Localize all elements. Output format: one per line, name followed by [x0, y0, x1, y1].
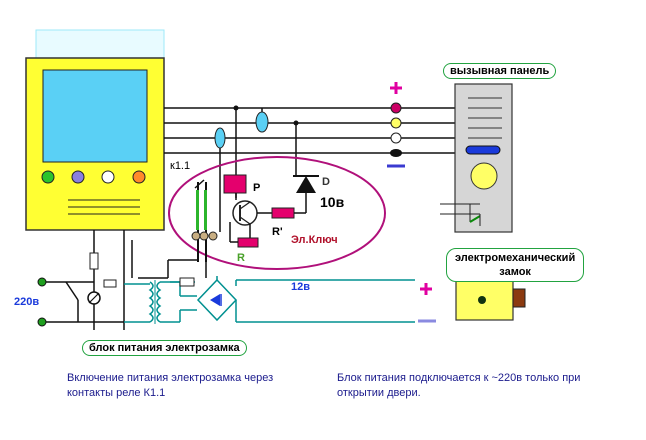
- call-panel-label: вызывная панель: [443, 63, 557, 79]
- dc-voltage-label: 12в: [291, 281, 310, 293]
- monitor-button-green: [41, 170, 55, 184]
- psu-label: блок питания электрозамка: [82, 340, 247, 356]
- transformer-icon: [148, 280, 162, 324]
- note-left-line1: Включение питания электрозамка через: [67, 372, 274, 384]
- note-right-line2: открытии двери.: [337, 387, 421, 399]
- resistor-r1: [271, 207, 295, 219]
- plus-icon: [420, 283, 432, 295]
- relay-contact-label: к1.1: [170, 160, 191, 172]
- note-right-line1: Блок питания подключается к ~220в только…: [337, 372, 581, 384]
- lock-label-line2: замок: [499, 266, 531, 278]
- lock-label: электромеханический замок: [446, 248, 585, 282]
- diode-label: D: [322, 176, 330, 188]
- relay-coil-label: P: [253, 182, 261, 194]
- switch-icon: [87, 279, 117, 305]
- relay-coil: [223, 174, 247, 194]
- note-right: Блок питания подключается к ~220в только…: [337, 371, 580, 401]
- call-panel: [440, 83, 513, 233]
- diode-voltage-label: 10в: [320, 194, 345, 210]
- note-left-line2: контакты реле К1.1: [67, 387, 166, 399]
- monitor-button-orange: [132, 170, 146, 184]
- resistor-r: [237, 237, 259, 248]
- relay-contact-k11: [191, 179, 218, 262]
- monitor-button-purple: [71, 170, 85, 184]
- electronic-key-label: Эл.Ключ: [291, 234, 338, 246]
- plus-icon: [390, 82, 402, 94]
- resistor-r-label: R: [237, 252, 245, 264]
- transistor-icon: [232, 200, 258, 226]
- lock-label-line1: электромеханический: [455, 252, 576, 264]
- monitor: [25, 57, 165, 231]
- note-left: Включение питания электрозамка через кон…: [67, 371, 273, 401]
- diode-icon: [293, 175, 319, 193]
- mains-voltage-label: 220в: [14, 296, 40, 308]
- bridge-rectifier-icon: [196, 276, 238, 322]
- monitor-button-white: [101, 170, 115, 184]
- resistor-r1-label: R': [272, 226, 283, 238]
